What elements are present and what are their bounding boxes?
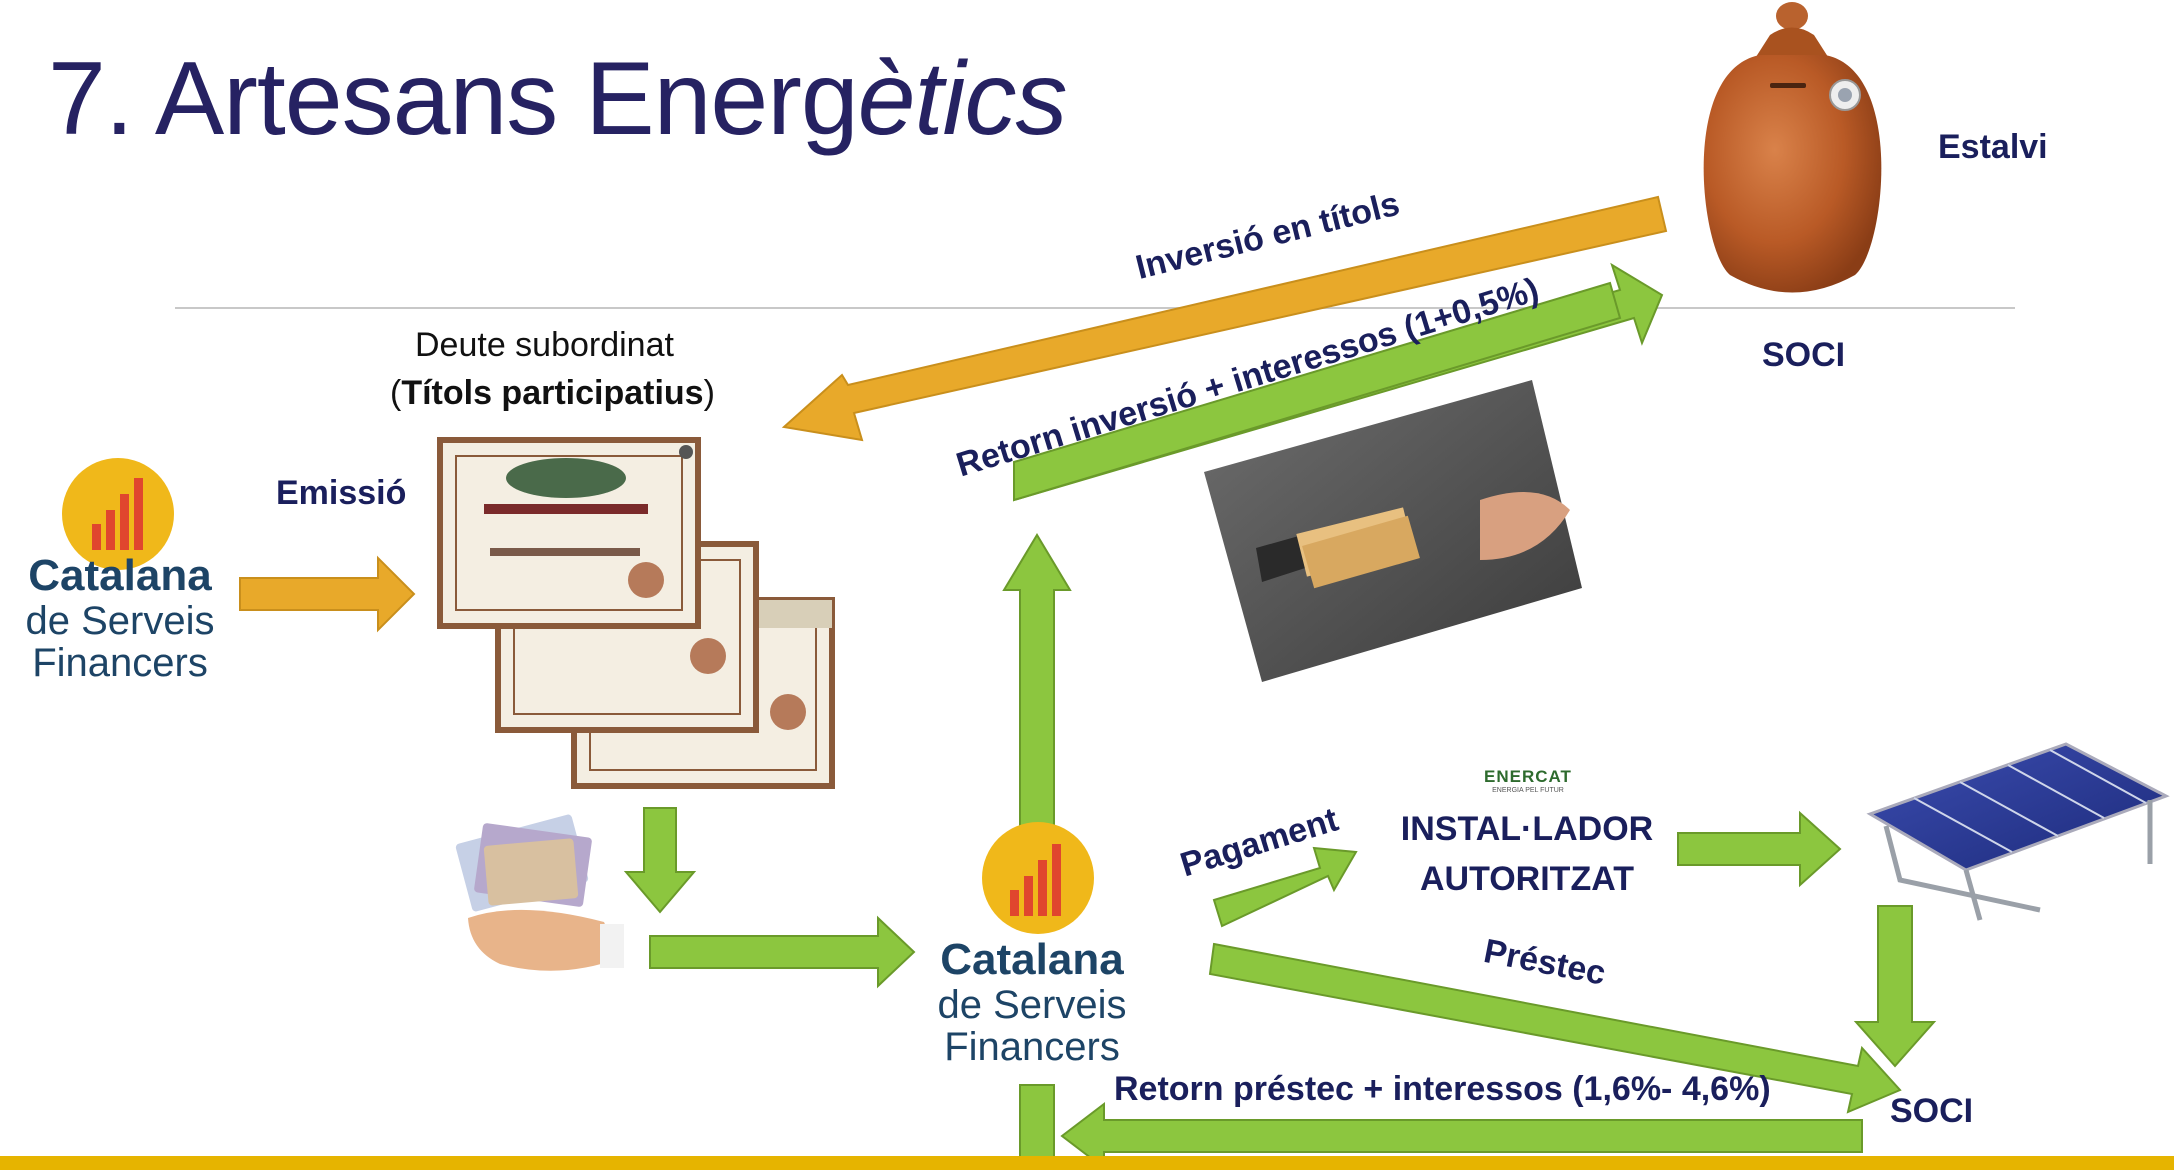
catalana-logo-center-icon [982, 822, 1094, 934]
clay-pot-image [1703, 2, 1882, 293]
catalana-logo-center: Catalana de Serveis Financers [912, 935, 1152, 1069]
arrow-panels-to-soci [1853, 905, 1937, 1068]
logo-left-line2: de Serveis [25, 599, 215, 643]
arrow-vertical-bottom [1019, 1084, 1055, 1166]
soci-top-label: SOCI [1762, 336, 1846, 374]
catalana-logo-left-icon [62, 458, 174, 570]
logo-center-line1: Catalana [940, 935, 1124, 984]
retorn-prestec-label: Retorn préstec + interessos (1,6%- 4,6%) [1114, 1070, 1771, 1108]
arrow-down-certificates [623, 807, 697, 914]
logo-center-line2: de Serveis [937, 983, 1127, 1027]
stock-certificates-image [437, 437, 835, 789]
deute-subordinat-label: Deute subordinat [415, 326, 674, 364]
installador-line2: AUTORITZAT [1419, 860, 1635, 898]
emissio-label: Emissió [276, 474, 407, 512]
slide-title: 7. Artesans Energètics [48, 41, 1068, 157]
bottom-accent-bar [0, 1156, 2174, 1170]
soci-bottom-label: SOCI [1890, 1092, 1974, 1130]
arrow-installer-to-panels [1677, 810, 1842, 888]
money-exchange-photo [1204, 380, 1582, 682]
logo-center-line3: Financers [944, 1025, 1120, 1069]
titols-participatius-label: (Títols participatius) [390, 374, 715, 412]
divider-line [175, 307, 2015, 309]
arrow-money-to-catalana [649, 915, 916, 989]
arrow-emissio [239, 555, 416, 633]
enercat-logo: ENERCAT ENERGIA PEL FUTUR [1468, 768, 1588, 795]
catalana-logo-left: Catalana de Serveis Financers [0, 551, 240, 685]
installador-line1: INSTAL·LADOR [1400, 810, 1654, 848]
arrow-pagament [1212, 846, 1358, 928]
enercat-tagline: ENERGIA PEL FUTUR [1492, 787, 1564, 794]
arrow-prestec [1208, 942, 1902, 1114]
arrow-retorn-prestec [1060, 1101, 1863, 1170]
arrow-retorn-inversio-shaft [1013, 281, 1622, 502]
solar-panels-image [1866, 742, 2170, 921]
logo-left-line1: Catalana [28, 551, 212, 600]
logo-left-line3: Financers [32, 641, 208, 685]
installador-label: INSTAL·LADOR AUTORITZAT [1394, 804, 1660, 904]
money-hand-image [455, 814, 624, 971]
enercat-name: ENERCAT [1484, 767, 1572, 786]
arrow-inversio [781, 195, 1668, 442]
arrow-vertical-up [1002, 533, 1072, 841]
estalvi-label: Estalvi [1938, 128, 2048, 166]
